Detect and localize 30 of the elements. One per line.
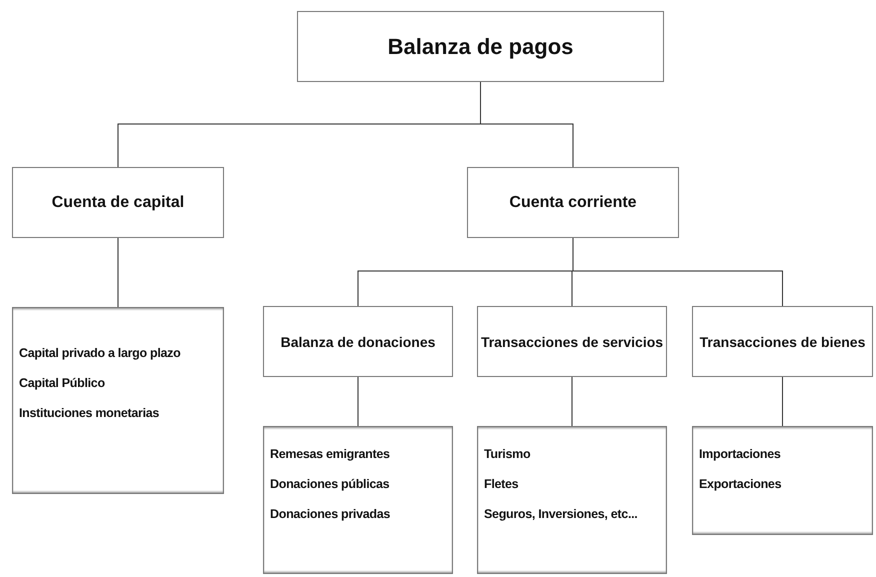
list-item: Turismo bbox=[484, 447, 530, 461]
box-title: Cuenta de capital bbox=[52, 194, 184, 212]
list-item: Capital Público bbox=[19, 376, 105, 390]
category-box bbox=[467, 167, 679, 238]
list-item: Donaciones públicas bbox=[270, 477, 390, 491]
box-title: Balanza de pagos bbox=[388, 34, 574, 60]
list-box bbox=[692, 426, 873, 535]
list-item: Fletes bbox=[484, 477, 518, 491]
connector-line bbox=[572, 238, 783, 306]
list-item: Capital privado a largo plazo bbox=[19, 346, 180, 360]
box-title: Transacciones de bienes bbox=[700, 334, 866, 350]
list-box bbox=[12, 307, 224, 494]
list-box bbox=[477, 426, 667, 574]
category-box bbox=[477, 306, 667, 377]
box-title: Transacciones de servicios bbox=[480, 334, 664, 350]
list-item: Instituciones monetarias bbox=[19, 406, 160, 420]
box-title: Cuenta corriente bbox=[509, 194, 637, 212]
category-box bbox=[692, 306, 873, 377]
box-title: Balanza de donaciones bbox=[280, 334, 436, 350]
connector-line bbox=[782, 376, 783, 426]
list-item: Seguros, Inversiones, etc... bbox=[484, 507, 638, 521]
list-item: Donaciones privadas bbox=[270, 507, 390, 521]
list-item: Exportaciones bbox=[699, 477, 782, 491]
list-box bbox=[263, 426, 453, 574]
category-box bbox=[263, 306, 453, 377]
category-box bbox=[297, 11, 664, 82]
connector-line bbox=[480, 82, 574, 168]
list-item: Importaciones bbox=[699, 447, 781, 461]
list-item: Remesas emigrantes bbox=[270, 447, 390, 461]
category-box bbox=[12, 167, 224, 238]
